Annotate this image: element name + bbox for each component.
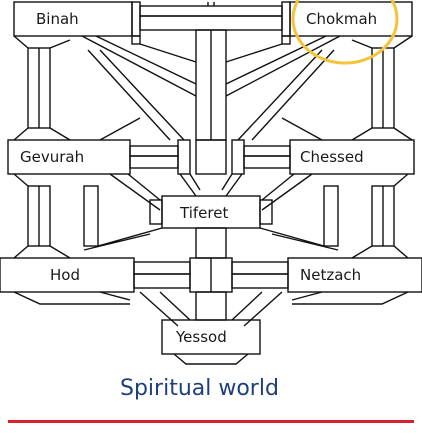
gevurah-chessed-channel bbox=[129, 139, 291, 175]
label-binah: Binah bbox=[36, 10, 79, 28]
upper-diagonals bbox=[81, 35, 341, 141]
yessod-box bbox=[161, 319, 261, 355]
chokmah-highlight-ring bbox=[291, 0, 399, 65]
hod-netzach-channel bbox=[133, 257, 289, 293]
caption-spiritual-world: Spiritual world bbox=[120, 376, 279, 401]
label-tiferet: Tiferet bbox=[180, 204, 229, 222]
left-middle-column bbox=[27, 185, 99, 247]
middle-diagonals bbox=[13, 173, 409, 211]
label-hod: Hod bbox=[50, 266, 80, 284]
label-chokmah: Chokmah bbox=[306, 10, 378, 28]
yessod-bottom-notch bbox=[173, 353, 249, 365]
central-channel-upper bbox=[195, 29, 227, 141]
label-netzach: Netzach bbox=[300, 266, 362, 284]
label-yessod: Yessod bbox=[176, 328, 227, 346]
binah-chokmah-channel bbox=[139, 2, 283, 31]
caption-underline bbox=[8, 420, 414, 423]
left-upper-column bbox=[13, 35, 71, 141]
label-gevurah: Gevurah bbox=[20, 148, 85, 166]
central-channel-middle bbox=[195, 227, 227, 259]
label-chessed: Chessed bbox=[300, 148, 364, 166]
yessod-diagonals bbox=[13, 291, 409, 327]
lower-diagonals bbox=[13, 227, 409, 259]
right-middle-column bbox=[323, 185, 395, 247]
